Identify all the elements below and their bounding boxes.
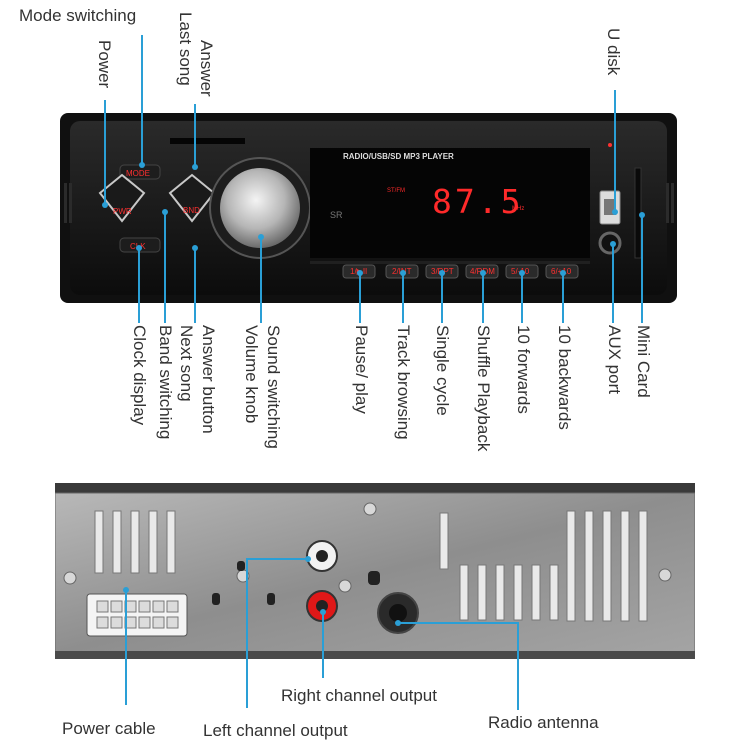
label-clock-display: Clock display [130, 325, 149, 426]
stereo-indicator: ST/FM [387, 188, 405, 194]
left-button-cluster [98, 164, 216, 253]
label-radio-antenna: Radio antenna [488, 713, 599, 732]
label-pause-play: Pause/ play [352, 325, 371, 414]
label-left-channel-output: Left channel output [203, 721, 348, 740]
stereo-back-panel [55, 483, 695, 659]
stereo-front-panel: SR RADIO/USB/SD MP3 PLAYER ST/FM 87.5 MH… [60, 113, 677, 303]
label-shuffle-playback: Shuffle Playback [474, 325, 493, 452]
label-next-song: Next song [177, 325, 196, 402]
label-u-disk: U disk [604, 28, 623, 76]
label-track-browsing: Track browsing [394, 325, 413, 440]
frequency-unit: MHz [512, 206, 524, 212]
label-volume-knob: Volume knob [242, 325, 261, 424]
label-mode-switching: Mode switching [19, 6, 137, 25]
label-aux-port: AUX port [605, 325, 624, 394]
power-connector-icon [86, 593, 188, 637]
label-power-cable: Power cable [62, 719, 156, 738]
volume-knob-icon[interactable] [220, 168, 300, 248]
label-sound-switching: Sound switching [264, 325, 283, 449]
label-answer: Answer [197, 40, 216, 97]
label-mini-card: Mini Card [634, 325, 653, 398]
label-single-cycle: Single cycle [433, 325, 452, 416]
label-power: Power [95, 40, 114, 89]
mode-button[interactable]: MODE [126, 169, 150, 178]
label-last-song: Last song [176, 12, 195, 86]
label-10-forwards: 10 forwards [514, 325, 533, 414]
label-band-switching: Band switching [156, 325, 175, 440]
label-answer-button: Answer button [199, 325, 218, 434]
label-10-backwards: 10 backwards [555, 325, 574, 430]
label-right-channel-output: Right channel output [281, 686, 437, 705]
pwr-button[interactable]: PWR [113, 207, 132, 216]
frequency-readout: 87.5 [432, 182, 523, 221]
display-title: RADIO/USB/SD MP3 PLAYER [343, 152, 454, 161]
bnd-button[interactable]: BND [183, 206, 200, 215]
svg-text:SR: SR [330, 210, 343, 220]
